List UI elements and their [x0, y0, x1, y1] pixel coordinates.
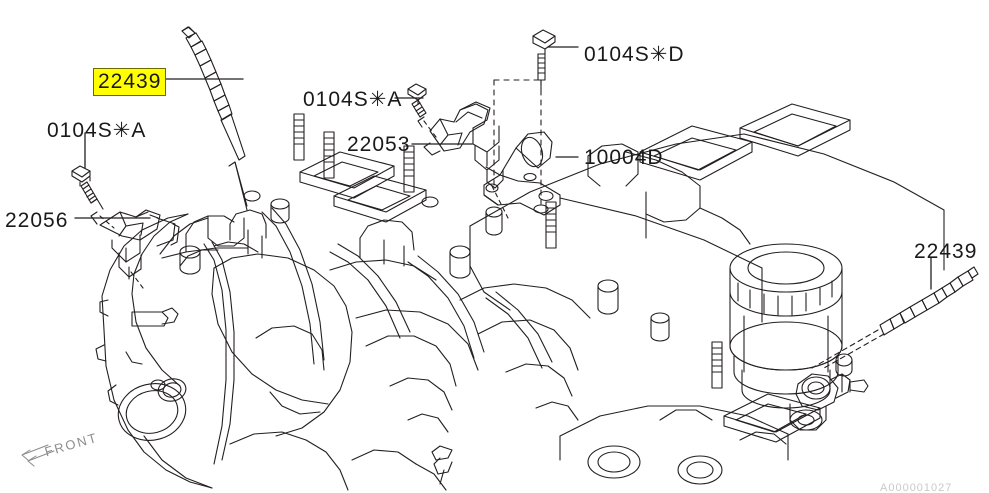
harness-tubes: [203, 207, 553, 465]
label-part-22056: 22056: [5, 209, 69, 232]
bolt-middle: [407, 83, 427, 128]
install-dash-bracket: [493, 79, 549, 214]
label-part-0104sd: 0104S✳D: [584, 43, 685, 66]
glow-plug-left: [181, 26, 248, 211]
sensor-22056: [99, 209, 180, 280]
install-dash-glow-plug-right: [811, 329, 885, 369]
label-part-22439-left: 22439: [93, 68, 167, 96]
label-part-22439-right: 22439: [914, 240, 978, 263]
engine-block: [95, 103, 945, 491]
label-part-10004d: 10004D: [584, 146, 664, 169]
bolt-upper-right: [532, 29, 556, 91]
glow-plug-right: [879, 266, 979, 336]
leader-lines: [74, 46, 932, 290]
lower-bolt: [431, 445, 453, 485]
label-part-22053: 22053: [347, 133, 411, 156]
front-arrow-icon: [21, 444, 55, 467]
canister-knurl: [737, 280, 833, 316]
bosses: [179, 190, 670, 342]
oil-filter-canister: [729, 243, 869, 431]
bracket-10004d: [483, 131, 561, 216]
install-dash-22056: [99, 215, 144, 289]
bolt-left: [71, 165, 104, 225]
install-dash-22053: [423, 120, 509, 219]
diagram-footer-note: A000001027: [880, 482, 953, 493]
label-part-0104sa-mid: 0104S✳A: [303, 88, 403, 111]
label-part-0104sa-left: 0104S✳A: [47, 119, 147, 142]
deck-studs: [293, 113, 723, 389]
sensor-22053: [423, 101, 504, 189]
